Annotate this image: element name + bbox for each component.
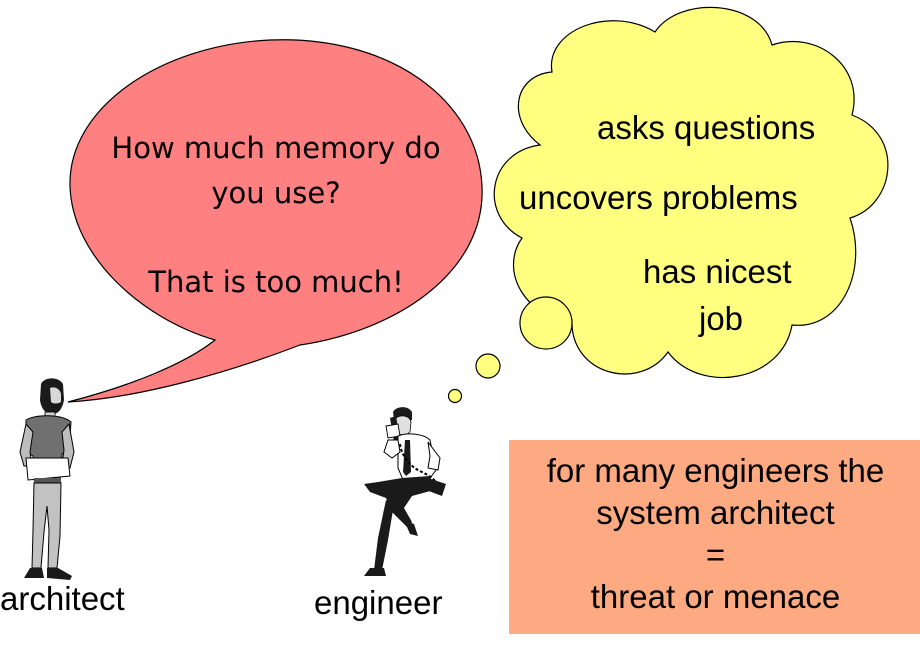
thought-bubble-medium bbox=[475, 353, 501, 379]
threat-note-box: for many engineers the system architect … bbox=[509, 440, 920, 634]
speech-bubble-shape bbox=[67, 39, 483, 403]
thought-bubble-large bbox=[519, 296, 573, 350]
thought-line-4: job bbox=[699, 300, 744, 337]
thought-line-1: asks questions bbox=[597, 109, 816, 146]
speech-bubble bbox=[67, 39, 483, 403]
note-line-3: = bbox=[705, 536, 726, 573]
engineer-figure bbox=[364, 407, 446, 576]
note-line-4: threat or menace bbox=[590, 578, 841, 615]
note-line-2: system architect bbox=[596, 494, 835, 531]
thought-cloud-shape bbox=[493, 6, 889, 378]
thought-bubble-small bbox=[447, 388, 463, 404]
engineer-label: engineer bbox=[314, 584, 443, 621]
note-line-1: for many engineers the bbox=[546, 452, 885, 489]
speech-line-3: That is too much! bbox=[148, 265, 404, 299]
thought-line-2: uncovers problems bbox=[519, 179, 798, 216]
speech-line-1: How much memory do bbox=[111, 131, 441, 165]
architect-label: architect bbox=[0, 580, 125, 617]
thought-cloud bbox=[447, 6, 889, 404]
speech-line-2: you use? bbox=[211, 176, 341, 210]
thought-line-3: has nicest bbox=[643, 253, 792, 290]
architect-figure bbox=[19, 378, 75, 580]
